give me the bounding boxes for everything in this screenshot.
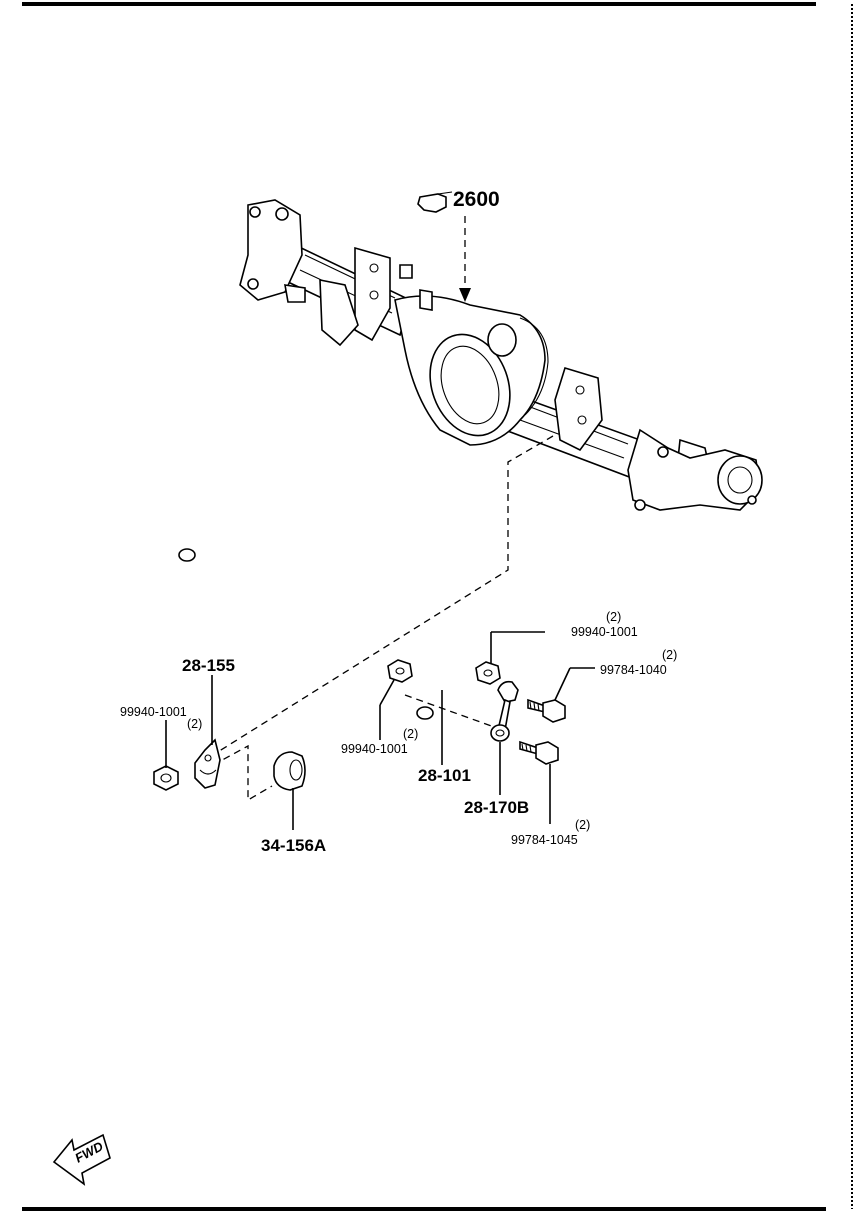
bolt-upper [527, 698, 566, 723]
reference-arrowhead [459, 288, 471, 302]
bolt-upper-qty: (2) [662, 648, 677, 662]
rear-axle-housing [239, 199, 763, 511]
nut-center [387, 659, 413, 683]
leader-lines [165, 631, 595, 830]
stabilizer-bar-part-number: 28-101 [418, 766, 471, 785]
bolt-lower-qty: (2) [575, 818, 590, 832]
reference-callout[interactable]: 2600 [417, 188, 500, 213]
stabilizer-bar [178, 511, 526, 721]
nut-left-part-number: 99940-1001 [120, 705, 187, 719]
bushing-part-number: 34-156A [261, 836, 326, 855]
clamp-assembly-line [204, 435, 554, 761]
bushing-assembly-line [212, 744, 273, 802]
label-nut-right[interactable]: (2) 99940-1001 [571, 610, 638, 639]
nut-left-qty: (2) [187, 717, 202, 731]
fwd-arrow-icon: FWD [52, 1133, 111, 1186]
reference-label: 2600 [453, 188, 500, 211]
nut-right-qty: (2) [606, 610, 621, 624]
label-bushing[interactable]: 34-156A [261, 836, 326, 855]
clamp-part-number: 28-155 [182, 656, 235, 675]
link-part-number: 28-170B [464, 798, 529, 817]
label-bolt-upper[interactable]: (2) 99784-1040 [600, 648, 677, 677]
nut-right-part-number: 99940-1001 [571, 625, 638, 639]
nut-center-part-number: 99940-1001 [341, 742, 408, 756]
label-bolt-lower[interactable]: (2) 99784-1045 [511, 818, 590, 847]
clamp [194, 738, 221, 789]
label-clamp[interactable]: 28-155 [182, 656, 235, 675]
bushing [273, 751, 306, 791]
bolt-upper-part-number: 99784-1040 [600, 663, 667, 677]
nut-left [153, 765, 179, 791]
label-stabilizer-bar[interactable]: 28-101 [418, 766, 471, 785]
nut-right [475, 661, 501, 685]
bolt-lower [519, 740, 559, 765]
nut-center-qty: (2) [403, 727, 418, 741]
label-link[interactable]: 28-170B [464, 798, 529, 817]
link-assembly-line [404, 694, 498, 729]
label-nut-center[interactable]: (2) 99940-1001 [341, 727, 418, 756]
bolt-lower-part-number: 99784-1045 [511, 833, 578, 847]
pointing-hand-icon [417, 191, 453, 213]
label-nut-left[interactable]: (2) 99940-1001 [120, 705, 202, 731]
stabilizer-link [490, 680, 519, 742]
